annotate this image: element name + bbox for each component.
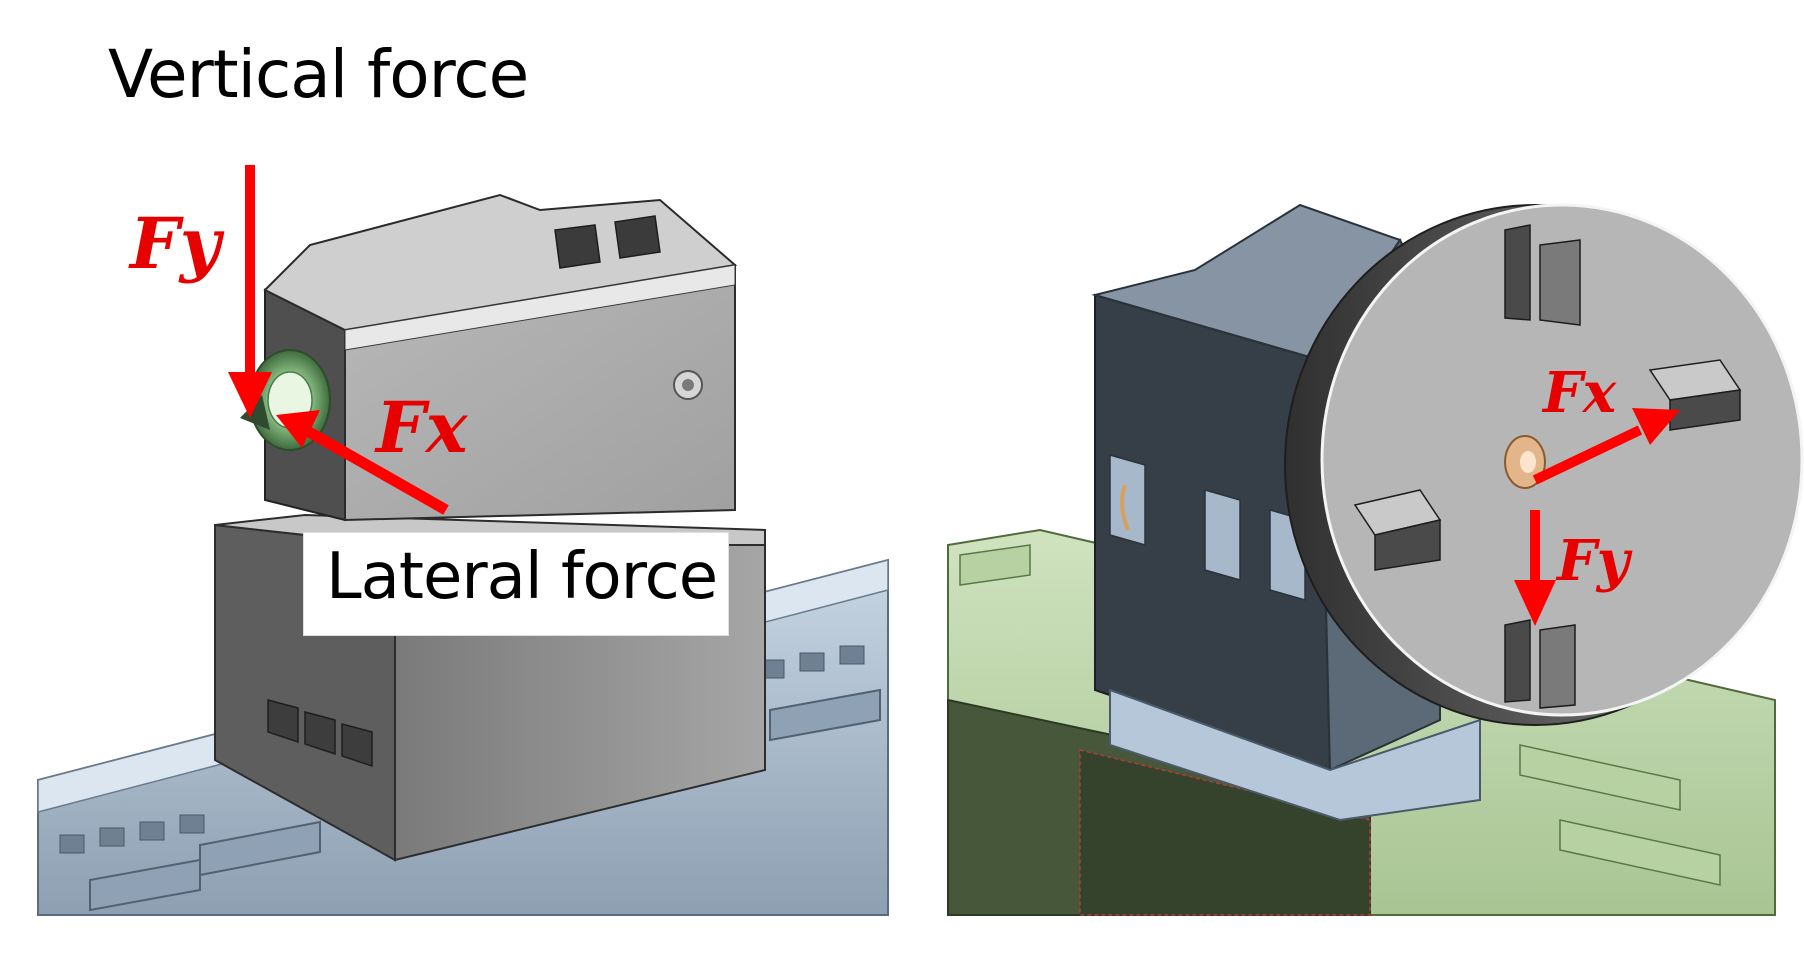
- right-disc-face: [1320, 203, 1804, 717]
- vertical-force-label: Vertical force: [108, 36, 529, 113]
- right-fy-label: Fy: [1557, 528, 1630, 594]
- left-rail-rollers: [89, 688, 881, 912]
- right-housing-foot: [1109, 688, 1481, 822]
- right-fy-arrow: [1514, 510, 1556, 626]
- right-disc-jaws: [1353, 224, 1742, 709]
- right-fx-label: Fx: [1543, 360, 1617, 426]
- left-headstock-pockets: [554, 215, 661, 269]
- left-fx-label: Fx: [376, 386, 468, 469]
- left-fy-label: Fy: [130, 202, 221, 285]
- left-fy-arrow: [228, 165, 272, 418]
- left-carriage-slots: [267, 699, 373, 768]
- right-fx-arrow: [1532, 408, 1680, 485]
- left-fx-arrow: [276, 410, 449, 515]
- left-headstock-ridge: [344, 264, 736, 351]
- lateral-force-label: Lateral force: [326, 540, 718, 614]
- right-bed-ribs: [959, 544, 1721, 886]
- right-panel-model: [947, 203, 1804, 916]
- left-spindle-tip: [240, 395, 270, 430]
- right-housing-top: [1091, 203, 1402, 362]
- lateral-force-label-box: [303, 532, 729, 636]
